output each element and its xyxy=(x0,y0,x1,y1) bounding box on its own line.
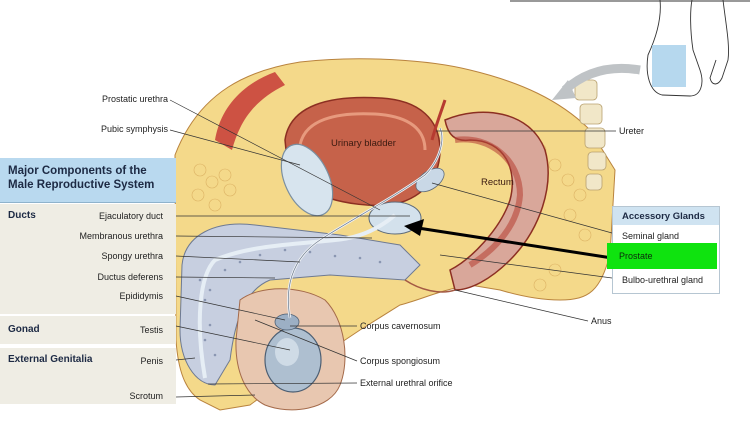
sacrum xyxy=(574,79,607,191)
prostate-highlight: Prostate xyxy=(607,243,717,269)
label-ureter: Ureter xyxy=(619,126,645,136)
perineum xyxy=(404,279,456,293)
epididymis-organ xyxy=(274,313,300,331)
ducts-item-epididymis: Epididymis xyxy=(119,291,163,301)
ducts-item-membranous-urethra: Membranous urethra xyxy=(79,231,163,241)
label-rectum: Rectum xyxy=(481,177,514,188)
section-external-genitalia: External Genitalia Penis Scrotum xyxy=(0,348,176,404)
prostate-arrow-head xyxy=(404,219,424,236)
locator-highlight xyxy=(652,45,686,87)
label-corpus-spongiosum: Corpus spongiosum xyxy=(360,356,441,366)
accessory-glands-title: Accessory Glands xyxy=(622,211,705,222)
ducts-item-ejaculatory-duct: Ejaculatory duct xyxy=(98,211,163,221)
section-external-genitalia-title: External Genitalia xyxy=(8,354,93,365)
genitalia-item-penis: Penis xyxy=(140,356,163,366)
urethra-tube xyxy=(197,213,397,379)
prostate-arrow-line xyxy=(417,226,613,260)
components-panel: Major Components of the Male Reproductiv… xyxy=(0,158,176,404)
gonad-item-testis: Testis xyxy=(139,325,163,335)
leader-lines xyxy=(169,99,616,398)
accessory-item-seminal-gland: Seminal gland xyxy=(622,231,680,241)
accessory-item-prostate: Prostate xyxy=(619,251,653,261)
label-pubic-symphysis: Pubic symphysis xyxy=(100,124,168,134)
section-ducts: Ducts Ejaculatory duct Membranous urethr… xyxy=(0,204,176,314)
accessory-glands-header: Accessory Glands xyxy=(613,207,719,225)
label-prostatic-urethra: Prostatic urethra xyxy=(101,94,168,104)
locator-arrow xyxy=(561,63,641,94)
components-panel-title: Major Components of the Male Reproductiv… xyxy=(8,165,155,191)
label-corpus-cavernosum: Corpus cavernosum xyxy=(360,321,441,331)
label-urinary-bladder: Urinary bladder xyxy=(331,138,396,149)
label-external-urethral-orifice: External urethral orifice xyxy=(360,378,453,388)
section-gonad: Gonad Testis xyxy=(0,316,176,344)
abdominal-muscle xyxy=(215,72,285,150)
ducts-item-spongy-urethra: Spongy urethra xyxy=(101,251,163,261)
accessory-item-bulbo-urethral-gland: Bulbo-urethral gland xyxy=(622,275,704,285)
penis-shaft xyxy=(179,223,421,386)
ducts-item-ductus-deferens: Ductus deferens xyxy=(97,272,163,282)
genitalia-item-scrotum: Scrotum xyxy=(129,391,163,401)
ureter-tube xyxy=(430,99,447,141)
pubic-symphysis-bone xyxy=(280,143,334,217)
section-ducts-title: Ducts xyxy=(8,210,36,221)
section-gonad-title: Gonad xyxy=(8,324,40,335)
seminal-gland xyxy=(415,167,445,193)
locator-figure xyxy=(510,0,750,97)
label-anus: Anus xyxy=(591,316,612,326)
components-panel-header: Major Components of the Male Reproductiv… xyxy=(0,158,176,203)
